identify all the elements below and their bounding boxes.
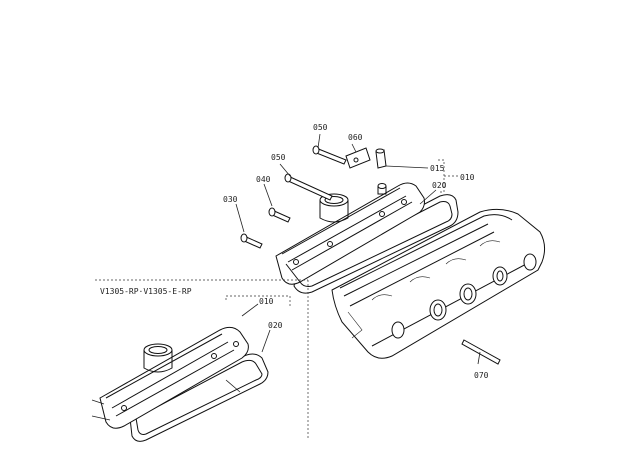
inset-frame [95, 279, 309, 440]
callout-050-upper: 050 [313, 123, 328, 132]
inset-callout-010: 010 [259, 297, 274, 306]
inset-valve-cover [91, 326, 249, 429]
callout-020: 020 [432, 181, 447, 190]
inset-gasket [129, 353, 269, 442]
bolt-030 [240, 233, 263, 249]
callout-050-lower: 050 [271, 153, 286, 162]
leader-lines [235, 133, 481, 365]
bolt-050-upper [312, 145, 347, 165]
callout-030: 030 [223, 195, 238, 204]
callout-010: 010 [460, 173, 475, 182]
callout-015: 015 [430, 164, 445, 173]
cylinder-head [331, 208, 546, 359]
bracket-060 [345, 147, 371, 169]
inset-leaders [225, 295, 291, 353]
stud-070 [461, 339, 501, 365]
bolt-050-lower [284, 173, 333, 201]
gasket-main [293, 194, 459, 294]
callout-040: 040 [256, 175, 271, 184]
callout-070: 070 [474, 371, 489, 380]
valve-cover-main [275, 182, 425, 285]
inset-callout-020: 020 [268, 321, 283, 330]
callout-060: 060 [348, 133, 363, 142]
pin-015 [375, 148, 387, 195]
bolt-040 [268, 207, 291, 223]
inset-title: V1305-RP·V1305-E-RP [100, 287, 192, 296]
